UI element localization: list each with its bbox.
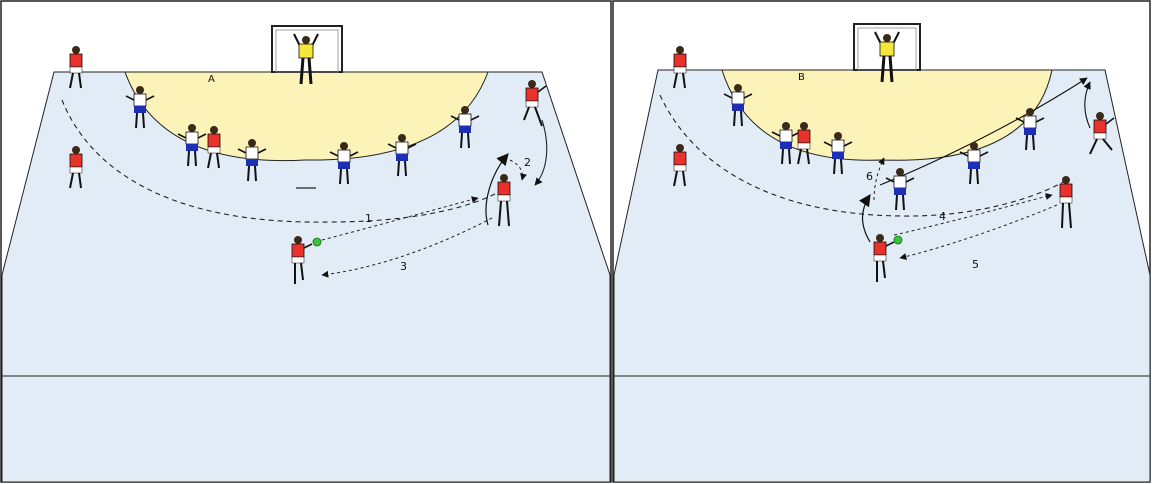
attacker-figure-icon (497, 174, 511, 227)
attacker-figure-icon (673, 144, 687, 187)
panel-label: A (208, 74, 215, 85)
attacker-figure-icon (1059, 176, 1073, 229)
move-number: 5 (972, 258, 979, 271)
panel-a: A 1 2 3 (0, 0, 612, 483)
defender-figure-icon (723, 84, 753, 127)
defender-figure-icon (1015, 108, 1045, 151)
attacker-figure-icon (797, 122, 811, 165)
move-number: 4 (939, 210, 946, 223)
attacker-figure-icon (1089, 112, 1115, 155)
run-path-2 (1083, 81, 1091, 129)
attacker-figure-icon (873, 234, 895, 282)
attacker-figure-icon (69, 46, 83, 89)
court-floor (613, 69, 1151, 483)
defender-figure-icon (387, 134, 417, 177)
attacker-figure-icon (69, 146, 83, 189)
move-path-1 (61, 99, 506, 223)
defender-figure-icon (329, 142, 359, 185)
pass-path-1 (321, 196, 479, 241)
attacker-figure-icon (673, 46, 687, 89)
pass-path-2 (509, 159, 527, 181)
court-floor (1, 71, 611, 483)
panel-b-drawing: B 6 4 5 (612, 0, 1151, 483)
run-path (859, 194, 871, 243)
run-path (485, 153, 509, 226)
move-number: 1 (365, 212, 372, 225)
defender-figure-icon (771, 122, 801, 165)
attacker-figure-icon (291, 236, 313, 284)
panel-b: B 6 4 5 (612, 0, 1161, 484)
ball-icon (893, 235, 903, 245)
pass-path-3 (321, 217, 493, 278)
move-number: 3 (400, 260, 407, 273)
ball-icon (312, 237, 322, 247)
pass-path-4 (893, 193, 1053, 236)
goalkeeper-icon (874, 31, 900, 83)
shot-path (879, 77, 1088, 186)
attacker-figure-icon (523, 80, 547, 127)
panel-label: B (798, 72, 805, 83)
pass-path-5 (899, 204, 1058, 260)
defender-figure-icon (823, 132, 853, 175)
defender-figure-icon (959, 142, 989, 185)
move-number: 2 (524, 156, 531, 169)
run-path-2 (534, 119, 548, 186)
defender-figure-icon (177, 124, 207, 167)
defender-figure-icon (237, 139, 267, 182)
goalkeeper-icon (293, 33, 319, 85)
move-number: 6 (866, 170, 873, 183)
defender-figure-icon (450, 106, 480, 149)
move-path-1 (659, 94, 1068, 217)
panel-a-drawing: A 1 2 3 (0, 0, 612, 483)
defender-figure-icon (125, 86, 155, 129)
defender-figure-icon (885, 168, 915, 211)
attacker-figure-icon (207, 126, 221, 169)
